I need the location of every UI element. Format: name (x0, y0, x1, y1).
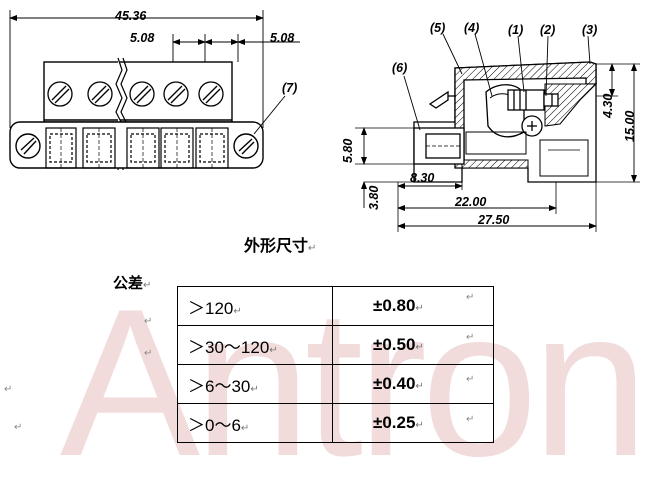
return-mark: ↵ (466, 332, 475, 343)
callout-4: (4) (464, 21, 479, 35)
callout-6: (6) (392, 61, 407, 75)
side-view (355, 33, 640, 232)
dim-pitch-right: 5.08 (270, 31, 294, 45)
return-mark: ↵ (144, 316, 153, 327)
technical-drawing: 45.36 5.08 5.08 (7) (9, 9, 640, 232)
tolerance-range: ＞120↵ (177, 286, 333, 326)
tolerance-value: ±0.80↵ (332, 286, 494, 326)
dim-15-00: 15.00 (623, 111, 637, 142)
tolerance-value: ±0.50↵ (332, 325, 494, 365)
dim-pitch-left: 5.08 (130, 31, 154, 45)
dim-3-80: 3.80 (367, 186, 381, 210)
tolerance-value: ±0.25↵ (332, 403, 494, 443)
dim-22-00: 22.00 (454, 195, 486, 209)
screw-row (47, 81, 224, 107)
drawing-title: 外形尺寸↵ (244, 236, 317, 255)
return-mark: ↵ (466, 374, 475, 385)
callout-1: (1) (508, 23, 523, 37)
tolerance-range: ＞6～30↵ (177, 364, 333, 404)
tolerance-range: ＞30～120↵ (177, 325, 333, 365)
tolerance-value: ±0.40↵ (332, 364, 494, 404)
callout-3: (3) (582, 23, 597, 37)
tolerance-range: ＞0～6↵ (177, 403, 333, 443)
front-view (9, 10, 300, 171)
dim-5-80: 5.80 (341, 139, 355, 163)
dim-27-50: 27.50 (477, 213, 509, 227)
table-row: ＞30～120↵ ±0.50↵ (177, 325, 494, 365)
table-row: ＞0～6↵ ±0.25↵ (177, 403, 494, 443)
callout-5: (5) (430, 21, 445, 35)
tolerance-label: 公差↵ (113, 274, 152, 292)
table-row: ＞6～30↵ ±0.40↵ (177, 364, 494, 404)
dim-8-30: 8.30 (410, 171, 434, 185)
tolerance-table: ＞120↵ ±0.80↵ ＞30～120↵ ±0.50↵ ＞6～30↵ ±0.4… (177, 286, 494, 443)
table-row: ＞120↵ ±0.80↵ (177, 286, 494, 326)
return-mark: ↵ (4, 384, 13, 395)
dim-4-30: 4.30 (601, 94, 615, 119)
return-mark: ↵ (466, 292, 475, 303)
callout-2: (2) (540, 23, 555, 37)
return-mark: ↵ (14, 422, 23, 433)
callout-7: (7) (282, 81, 297, 95)
dim-overall-width: 45.36 (114, 9, 147, 23)
return-mark: ↵ (466, 414, 475, 425)
return-mark: ↵ (144, 348, 153, 359)
